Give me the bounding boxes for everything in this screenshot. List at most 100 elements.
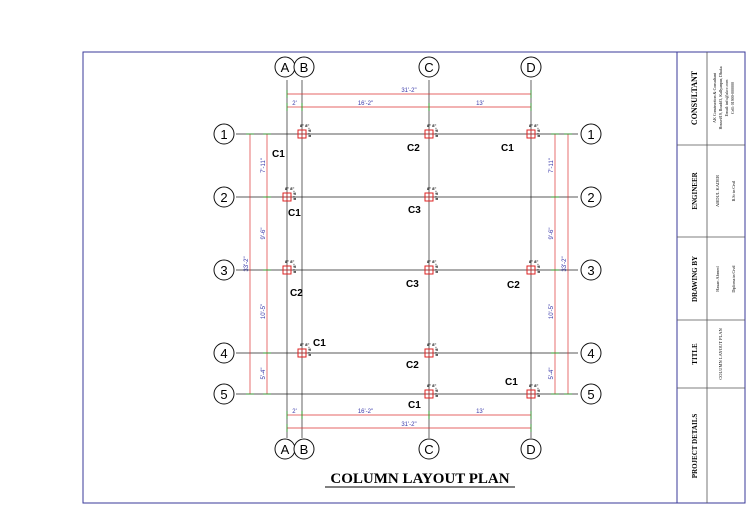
column-label-r3-b: C2 xyxy=(290,288,303,299)
grid-bubble-left-1-label: 1 xyxy=(220,127,227,142)
grid-bubble-left-3-label: 3 xyxy=(220,263,227,278)
consultant-heading: CONSULTANT xyxy=(690,70,699,125)
dim-left-12-label: 7'-11" xyxy=(261,158,267,173)
grid-bubble-left-4 xyxy=(213,342,235,364)
grid-bubble-bottom-d-label: D xyxy=(526,442,535,457)
consultant-line-3: Email: info@akcc.com xyxy=(724,79,729,117)
drawing-title: COLUMN LAYOUT PLAN xyxy=(330,471,509,487)
grid-bubble-left-2-label: 2 xyxy=(220,190,227,205)
grid-bubble-top-b-label: B xyxy=(300,60,309,75)
column-label-r1-c: C2 xyxy=(407,143,420,154)
dim-right-45-label: 5'-4" xyxy=(549,368,555,380)
column-2-dim-top: 8" 8" xyxy=(427,123,436,128)
dim-top-total-label: 31'-2" xyxy=(401,88,416,94)
dimension-lines: 31'-2"2'16'-2"13'2'16'-2"13'31'-2"33'-2"… xyxy=(244,88,572,432)
grid-bubble-right-5 xyxy=(580,383,602,405)
column-3-dim-side: 8" 8" xyxy=(536,128,541,137)
drawing-by-name: Hasan Ahmed xyxy=(715,266,720,292)
column-9-dim-top: 8" 8" xyxy=(300,342,309,347)
grid-bubble-bottom-b xyxy=(293,438,315,460)
column-5-dim-top: 8" 8" xyxy=(427,186,436,191)
grid-bubble-top-a-label: A xyxy=(281,60,290,75)
grid-bubble-left-5-label: 5 xyxy=(220,387,227,402)
grid-bubble-top-d-label: D xyxy=(526,60,535,75)
column-label-r1-b: C1 xyxy=(272,149,285,160)
column-2-dim-side: 8" 8" xyxy=(434,128,439,137)
column-label-r2-c: C3 xyxy=(408,205,421,216)
grid-bubble-left-4-label: 4 xyxy=(220,346,227,361)
column-4-dim-top: 8" 8" xyxy=(285,186,294,191)
grid-bubble-right-3 xyxy=(580,259,602,281)
grid-bubble-right-4-label: 4 xyxy=(587,346,594,361)
engineer-heading: ENGINEER xyxy=(691,171,699,209)
grid-bubble-left-3 xyxy=(213,259,235,281)
grid-bubble-right-2-label: 2 xyxy=(587,190,594,205)
grid-bubble-left-5 xyxy=(213,383,235,405)
dim-bottom-cd-label: 13' xyxy=(476,409,484,415)
column-label-r4-c: C2 xyxy=(406,360,419,371)
grid-bubble-bottom-b-label: B xyxy=(300,442,309,457)
dim-left-23-label: 9'-6" xyxy=(261,228,267,240)
grid-bubble-right-2 xyxy=(580,186,602,208)
column-10-dim-side: 8" 8" xyxy=(434,347,439,356)
column-8-dim-side: 8" 8" xyxy=(536,264,541,273)
column-label-r5-c: C1 xyxy=(408,400,421,411)
column-8-dim-top: 8" 8" xyxy=(529,259,538,264)
grid-bubble-top-c-label: C xyxy=(424,60,433,75)
dim-top-bc-label: 16'-2" xyxy=(358,101,373,107)
column-1-dim-side: 8" 8" xyxy=(307,128,312,137)
grid-bubble-left-1 xyxy=(213,123,235,145)
column-7-dim-side: 8" 8" xyxy=(434,264,439,273)
drawing-border xyxy=(82,51,746,504)
dim-left-45-label: 5'-4" xyxy=(261,368,267,380)
column-1-dim-top: 8" 8" xyxy=(300,123,309,128)
column-label-r5-d: C1 xyxy=(505,377,518,388)
column-11-dim-side: 8" 8" xyxy=(434,388,439,397)
column-11-dim-top: 8" 8" xyxy=(427,383,436,388)
dim-bottom-ab-label: 2' xyxy=(292,409,296,415)
dim-right-34-label: 10'-5" xyxy=(549,304,555,319)
column-label-r2-b: C1 xyxy=(288,208,301,219)
dim-right-23-label: 9'-6" xyxy=(549,228,555,240)
grid-bubble-right-1-label: 1 xyxy=(587,127,594,142)
column-3-dim-top: 8" 8" xyxy=(529,123,538,128)
engineer-name: ABDUL KADER xyxy=(715,175,720,207)
dim-top-ab-label: 2' xyxy=(292,101,296,107)
column-12-dim-side: 8" 8" xyxy=(536,388,541,397)
column-4-dim-side: 8" 8" xyxy=(292,191,297,200)
title-value: COLUMN LAYOUT PLAN xyxy=(718,328,723,380)
grid-bubble-right-3-label: 3 xyxy=(587,263,594,278)
column-label-r4-a: C1 xyxy=(313,338,326,349)
grid-bubble-right-4 xyxy=(580,342,602,364)
column-label-r3-c: C3 xyxy=(406,279,419,290)
grid-bubble-right-1 xyxy=(580,123,602,145)
dim-top-cd-label: 13' xyxy=(476,101,484,107)
drawing-by-heading: DRAWING BY xyxy=(691,256,699,302)
consultant-line-1: AK Construction & Consultant xyxy=(712,72,717,123)
grid-bubble-bottom-c-label: C xyxy=(424,442,433,457)
column-6-dim-side: 8" 8" xyxy=(292,264,297,273)
dim-right-12-label: 7'-11" xyxy=(549,158,555,173)
column-label-r1-d: C1 xyxy=(501,143,514,154)
grid-bubble-right-5-label: 5 xyxy=(587,387,594,402)
dim-bottom-total-label: 31'-2" xyxy=(401,422,416,428)
grid-bubble-top-b xyxy=(293,56,315,78)
title-heading: TITLE xyxy=(691,343,699,365)
column-10-dim-top: 8" 8" xyxy=(427,342,436,347)
grid-bubble-bottom-a-label: A xyxy=(281,442,290,457)
grid-lines xyxy=(236,80,578,438)
consultant-line-4: Cell: 01900-000000 xyxy=(730,82,735,114)
column-5-dim-side: 8" 8" xyxy=(434,191,439,200)
title-block: CONSULTANT AK Construction & Consultant … xyxy=(690,66,736,478)
column-label-r3-d: C2 xyxy=(507,280,520,291)
grid-bubble-bottom-c xyxy=(418,438,440,460)
engineer-sub: B.Sc in Civil xyxy=(731,180,736,202)
project-details-heading: PROJECT DETAILS xyxy=(691,414,699,479)
column-7-dim-top: 8" 8" xyxy=(427,259,436,264)
grid-bubble-bottom-d xyxy=(520,438,542,460)
column-9-dim-side: 8" 8" xyxy=(307,347,312,356)
grid-bubble-top-d xyxy=(520,56,542,78)
grid-bubble-top-c xyxy=(418,56,440,78)
